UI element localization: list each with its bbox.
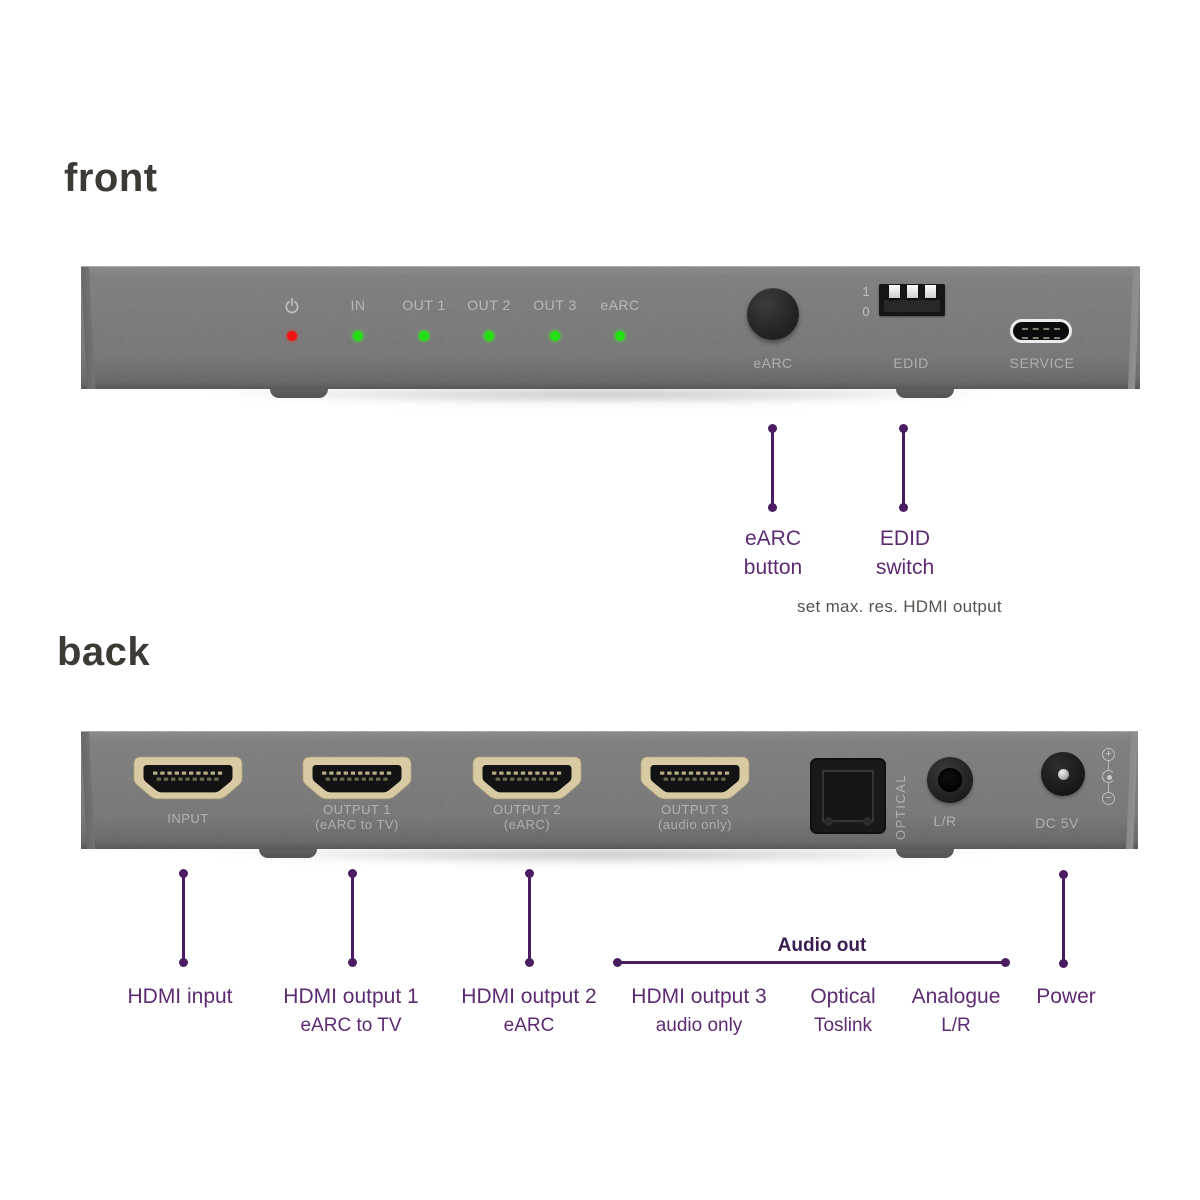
hdmi-port-output-3 — [640, 756, 750, 800]
analogue-lr-jack — [927, 757, 973, 803]
toslink-hole-right — [863, 817, 872, 826]
lr-jack-label: L/R — [933, 813, 957, 829]
front-panel-device: IN OUT 1 OUT 2 OUT 3 eARC eARC 1 0 EDID … — [81, 266, 1140, 389]
optical-port-label: OPTICAL — [893, 773, 908, 840]
annotation-label-hdmi-input: HDMI input — [127, 985, 233, 1008]
edid-dip-switch — [879, 284, 945, 316]
in-led-label: IN — [350, 297, 366, 313]
out2-led-label: OUT 2 — [467, 297, 511, 313]
polarity-line — [1107, 761, 1109, 770]
annotation-label-power: Power — [1036, 985, 1096, 1008]
in-led-indicator: IN — [323, 297, 393, 341]
power-icon — [257, 297, 327, 315]
panel-right-bevel — [1127, 267, 1140, 389]
edid-toggle-3 — [925, 285, 936, 298]
annotation-label-analogue: Analogue L/R — [911, 985, 1001, 1036]
back-section-title: back — [57, 630, 151, 674]
power-led-indicator — [257, 297, 327, 341]
out1-led-indicator: OUT 1 — [389, 297, 459, 341]
edid-note: set max. res. HDMI output — [797, 597, 1002, 616]
earc-led — [615, 331, 625, 341]
annotation-line-power — [1059, 870, 1068, 968]
annotation-label-earc-button: eARC button — [743, 527, 803, 579]
annotation-label-hdmi-output-2: HDMI output 2 eARC — [461, 985, 597, 1036]
annotation-label-hdmi-output-3: HDMI output 3 audio only — [631, 985, 767, 1036]
panel-left-bevel — [81, 267, 96, 389]
out2-led-indicator: OUT 2 — [454, 297, 524, 341]
edid-toggle-1 — [889, 285, 900, 298]
out2-led — [484, 331, 494, 341]
front-section-title: front — [64, 156, 158, 200]
toslink-opening — [822, 770, 874, 822]
panel-right-bevel — [1126, 732, 1138, 849]
toslink-hole-left — [824, 817, 833, 826]
toslink-optical-port — [810, 758, 886, 834]
audio-out-group-label: Audio out — [777, 935, 867, 956]
annotation-line-earc-button — [768, 424, 777, 512]
earc-led-label: eARC — [600, 297, 640, 313]
hdmi-port-output-1 — [302, 756, 412, 800]
back-panel-device: INPUT OUTPUT 1 (eARC to TV) OUTPUT 2 (eA… — [81, 731, 1138, 849]
earc-button — [747, 288, 799, 340]
audio-out-bracket-line — [613, 958, 1010, 967]
out1-led-label: OUT 1 — [402, 297, 446, 313]
annotation-label-optical: Optical Toslink — [810, 985, 876, 1036]
annotation-label-edid-switch: EDID switch — [875, 527, 935, 579]
dc-center-pin — [1057, 768, 1069, 780]
edid-switch-label: EDID — [893, 355, 929, 371]
edid-switch-recess — [884, 300, 940, 312]
front-ground-shadow — [70, 390, 1136, 410]
earc-led-indicator: eARC — [585, 297, 655, 341]
panel-left-bevel — [81, 732, 96, 849]
usb-c-service-port — [1010, 319, 1072, 343]
annotation-line-hdmi-output-1 — [348, 869, 357, 967]
edid-toggle-2 — [907, 285, 918, 298]
polarity-icon: + − — [1096, 746, 1122, 810]
hdmi-input-port-label: INPUT — [167, 811, 209, 826]
dc-jack-label: DC 5V — [1035, 815, 1079, 831]
out3-led-label: OUT 3 — [533, 297, 577, 313]
edid-position-1: 1 — [862, 284, 870, 299]
out1-led — [419, 331, 429, 341]
hdmi-port-input — [133, 756, 243, 800]
usb-c-pins — [1022, 328, 1060, 339]
annotation-line-hdmi-input — [179, 869, 188, 967]
service-port-label: SERVICE — [1009, 355, 1075, 371]
polarity-minus-icon: − — [1102, 792, 1115, 805]
annotation-label-hdmi-output-1: HDMI output 1 eARC to TV — [283, 985, 419, 1036]
in-led — [353, 331, 363, 341]
annotation-line-hdmi-output-2 — [525, 869, 534, 967]
back-ground-shadow — [70, 850, 1136, 870]
hdmi-output2-port-label: OUTPUT 2 (eARC) — [492, 802, 562, 832]
hdmi-output3-port-label: OUTPUT 3 (audio only) — [658, 802, 732, 832]
earc-button-label: eARC — [753, 355, 793, 371]
polarity-plus-icon: + — [1102, 748, 1115, 761]
out3-led-indicator: OUT 3 — [520, 297, 590, 341]
hdmi-output1-port-label: OUTPUT 1 (eARC to TV) — [315, 802, 399, 832]
polarity-pin-icon — [1102, 770, 1115, 783]
polarity-line — [1107, 783, 1109, 792]
hdmi-port-output-2 — [472, 756, 582, 800]
jack-hole — [938, 768, 962, 792]
edid-position-0: 0 — [862, 304, 870, 319]
dc-power-jack — [1041, 752, 1085, 796]
power-led — [287, 331, 297, 341]
out3-led — [550, 331, 560, 341]
annotation-line-edid-switch — [899, 424, 908, 512]
